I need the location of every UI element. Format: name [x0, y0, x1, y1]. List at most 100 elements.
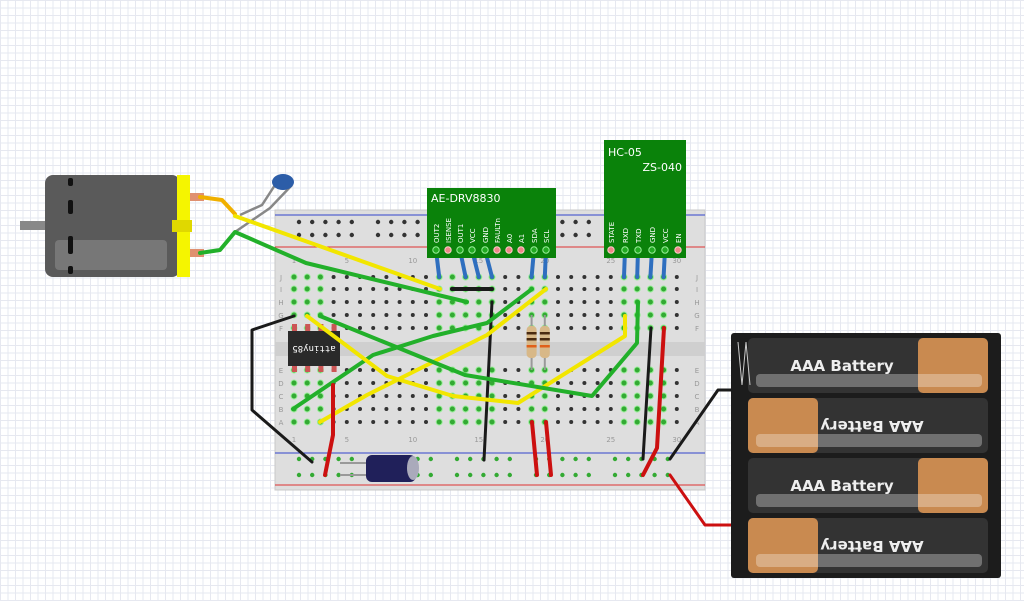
wire-green[interactable]	[198, 230, 469, 304]
breadboard-hole[interactable]	[316, 273, 324, 281]
rail-hole[interactable]	[310, 219, 315, 225]
breadboard-hole[interactable]	[608, 381, 613, 385]
breadboard-hole[interactable]	[424, 326, 428, 330]
breadboard-hole[interactable]	[556, 313, 560, 317]
breadboard-hole[interactable]	[448, 273, 456, 281]
breadboard-hole[interactable]	[516, 407, 521, 411]
resistor[interactable]	[526, 326, 537, 358]
breadboard-hole[interactable]	[371, 394, 376, 398]
wire-red[interactable]	[641, 326, 666, 477]
breadboard-hole[interactable]	[660, 285, 668, 293]
breadboard-hole[interactable]	[316, 285, 324, 293]
breadboard-hole[interactable]	[620, 392, 628, 400]
breadboard-hole[interactable]	[556, 394, 560, 398]
rail-hole[interactable]	[402, 219, 407, 225]
breadboard-hole[interactable]	[435, 405, 443, 413]
breadboard-hole[interactable]	[646, 311, 654, 319]
rail-hole[interactable]	[560, 232, 565, 238]
breadboard-hole[interactable]	[608, 313, 613, 317]
drv8830-pin[interactable]	[493, 246, 501, 254]
breadboard-hole[interactable]	[424, 275, 428, 279]
breadboard-hole[interactable]	[303, 298, 311, 306]
breadboard-hole[interactable]	[410, 420, 415, 424]
breadboard-hole[interactable]	[595, 300, 600, 304]
breadboard-hole[interactable]	[371, 368, 376, 372]
breadboard-hole[interactable]	[384, 407, 389, 411]
breadboard-hole[interactable]	[424, 300, 428, 304]
breadboard-hole[interactable]	[290, 379, 298, 387]
rail-hole[interactable]	[296, 232, 302, 238]
breadboard-hole[interactable]	[620, 405, 628, 413]
breadboard-hole[interactable]	[674, 326, 679, 330]
breadboard-hole[interactable]	[674, 407, 679, 411]
breadboard-hole[interactable]	[384, 287, 389, 291]
breadboard-hole[interactable]	[331, 300, 336, 304]
breadboard-hole[interactable]	[462, 405, 470, 413]
breadboard-hole[interactable]	[620, 379, 628, 387]
breadboard-hole[interactable]	[303, 285, 311, 293]
breadboard-hole[interactable]	[435, 311, 443, 319]
breadboard-hole[interactable]	[424, 368, 428, 372]
breadboard-hole[interactable]	[384, 394, 389, 398]
breadboard-hole[interactable]	[556, 326, 560, 330]
rail-hole[interactable]	[349, 219, 354, 225]
wire-red[interactable]	[323, 383, 335, 477]
breadboard-hole[interactable]	[608, 287, 613, 291]
breadboard-hole[interactable]	[448, 379, 456, 387]
rail-hole[interactable]	[336, 456, 341, 462]
breadboard-hole[interactable]	[462, 379, 470, 387]
breadboard-hole[interactable]	[290, 298, 298, 306]
rail-hole[interactable]	[454, 456, 460, 462]
breadboard-hole[interactable]	[633, 379, 641, 387]
breadboard-hole[interactable]	[569, 313, 574, 317]
breadboard-hole[interactable]	[595, 394, 600, 398]
breadboard-hole[interactable]	[503, 287, 508, 291]
breadboard-hole[interactable]	[331, 313, 336, 317]
breadboard-hole[interactable]	[503, 368, 508, 372]
breadboard-hole[interactable]	[410, 313, 415, 317]
breadboard-hole[interactable]	[424, 420, 428, 424]
wire-red[interactable]	[544, 420, 553, 477]
breadboard-hole[interactable]	[316, 405, 324, 413]
breadboard-hole[interactable]	[290, 392, 298, 400]
wire-red[interactable]	[530, 420, 539, 477]
breadboard-hole[interactable]	[410, 394, 415, 398]
breadboard-hole[interactable]	[595, 381, 600, 385]
breadboard-hole[interactable]	[569, 420, 574, 424]
breadboard-hole[interactable]	[503, 326, 508, 330]
breadboard-hole[interactable]	[620, 298, 628, 306]
rail-hole[interactable]	[665, 472, 670, 478]
breadboard-hole[interactable]	[646, 298, 654, 306]
rail-hole[interactable]	[573, 456, 578, 462]
breadboard-hole[interactable]	[290, 273, 298, 281]
breadboard-hole[interactable]	[397, 394, 402, 398]
breadboard-hole[interactable]	[410, 300, 415, 304]
breadboard-hole[interactable]	[475, 379, 483, 387]
breadboard-hole[interactable]	[646, 418, 654, 426]
breadboard-hole[interactable]	[331, 287, 336, 291]
breadboard-hole[interactable]	[331, 275, 336, 279]
breadboard-hole[interactable]	[344, 394, 349, 398]
rail-hole[interactable]	[626, 456, 631, 462]
breadboard-hole[interactable]	[660, 311, 668, 319]
rail-hole[interactable]	[323, 219, 328, 225]
rail-hole[interactable]	[428, 472, 433, 478]
breadboard-hole[interactable]	[595, 420, 600, 424]
rail-hole[interactable]	[586, 219, 591, 225]
rail-hole[interactable]	[336, 232, 341, 238]
rail-hole[interactable]	[349, 456, 354, 462]
breadboard-hole[interactable]	[556, 300, 560, 304]
breadboard-hole[interactable]	[608, 420, 613, 424]
breadboard-hole[interactable]	[620, 366, 628, 374]
breadboard-hole[interactable]	[503, 313, 508, 317]
drv8830-pin[interactable]	[481, 246, 489, 254]
hc05-pin[interactable]	[607, 246, 615, 254]
breadboard-hole[interactable]	[358, 381, 362, 385]
breadboard-hole[interactable]	[371, 300, 376, 304]
wire-yellow[interactable]	[233, 214, 442, 291]
breadboard-hole[interactable]	[608, 300, 613, 304]
breadboard-hole[interactable]	[435, 298, 443, 306]
rail-hole[interactable]	[494, 456, 499, 462]
